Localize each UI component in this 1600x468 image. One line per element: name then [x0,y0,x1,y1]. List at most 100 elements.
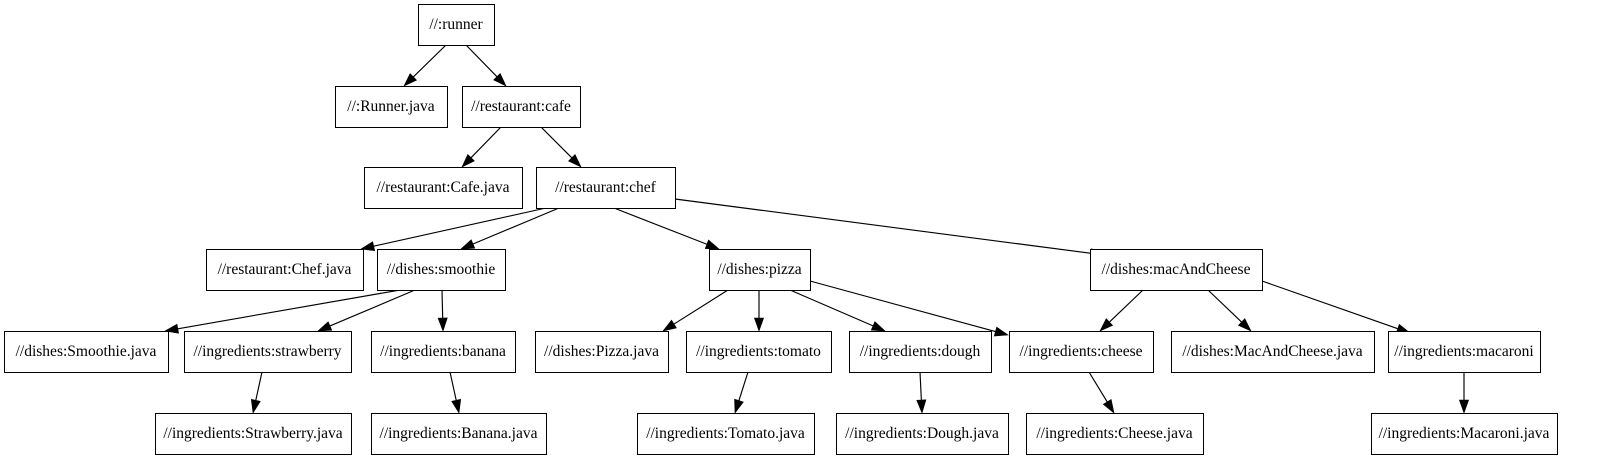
node-label: //dishes:MacAndCheese.java [1182,343,1362,360]
node-box[interactable] [709,249,811,291]
graph-node-macaroni_java[interactable]: //ingredients:Macaroni.java [1371,413,1558,455]
node-label: //ingredients:Tomato.java [646,425,805,442]
graph-node-dough_java[interactable]: //ingredients:Dough.java [836,413,1009,455]
node-box[interactable] [1009,331,1154,373]
arrowhead-icon [870,321,886,332]
graph-edge [1261,280,1411,334]
node-box[interactable] [836,413,1009,455]
node-box[interactable] [1388,331,1541,373]
node-box[interactable] [462,86,581,128]
graph-node-dishes_pizza[interactable]: //dishes:pizza [709,249,811,291]
graph-node-dishes_mac[interactable]: //dishes:macAndCheese [1090,249,1263,291]
graph-edge [1088,371,1115,414]
node-box[interactable] [849,331,992,373]
graph-node-ing_banana[interactable]: //ingredients:banana [371,331,516,373]
node-box[interactable] [155,413,352,455]
graph-edge [809,280,1009,337]
edge-line [673,289,729,325]
arrowhead-icon [734,398,744,414]
edge-line [674,198,1092,254]
node-label: //ingredients:Dough.java [845,425,999,442]
graph-edge [734,371,749,414]
arrowhead-icon [1102,399,1115,414]
node-box[interactable] [637,413,815,455]
arrowhead-icon [1099,318,1114,332]
node-box[interactable] [364,167,523,209]
graph-edge [461,126,502,168]
arrowhead-icon [403,73,418,87]
node-box[interactable] [335,86,448,128]
graph-edge [437,289,448,332]
graph-edge [449,371,462,414]
graph-node-ing_macaroni[interactable]: //ingredients:macaroni [1388,331,1541,373]
node-box[interactable] [377,249,506,291]
graph-node-chef_java[interactable]: //restaurant:Chef.java [206,249,364,291]
graph-node-banana_java[interactable]: //ingredients:Banana.java [371,413,547,455]
node-box[interactable] [686,331,832,373]
arrowhead-icon [250,398,261,414]
node-box[interactable] [1171,331,1375,373]
graph-edge [1099,289,1144,332]
graph-edge [250,371,263,414]
edge-line [441,289,444,319]
graph-node-runner_java[interactable]: //:Runner.java [335,86,448,128]
node-box[interactable] [418,4,495,46]
graph-node-strawberry_java[interactable]: //ingredients:Strawberry.java [155,413,352,455]
graph-node-restaurant_chef[interactable]: //restaurant:chef [536,167,676,209]
nodes-layer: //:runner //:Runner.java //restaurant:cafe… [4,4,1558,455]
node-label: //ingredients:Strawberry.java [163,425,342,442]
arrowhead-icon [493,72,507,87]
edge-line [373,207,547,247]
graph-node-pizza_java[interactable]: //dishes:Pizza.java [535,331,669,373]
graph-node-ing_strawberry[interactable]: //ingredients:strawberry [184,331,352,373]
node-box[interactable] [371,413,547,455]
node-label: //ingredients:Banana.java [380,425,538,442]
node-box[interactable] [206,249,364,291]
arrowhead-icon [460,239,476,250]
node-box[interactable] [1371,413,1558,455]
graph-edge [916,371,927,414]
edge-line [738,371,749,401]
graph-edge [613,207,720,250]
graph-node-cafe_java[interactable]: //restaurant:Cafe.java [364,167,523,209]
graph-node-dishes_smoothie[interactable]: //dishes:smoothie [377,249,506,291]
edge-line [449,371,457,401]
node-label: //restaurant:cafe [471,98,571,115]
graph-node-restaurant_cafe[interactable]: //restaurant:cafe [462,86,581,128]
node-box[interactable] [4,331,169,373]
edge-line [919,371,922,401]
edge-line [789,289,874,327]
edge-line [1109,289,1144,323]
edge-line [177,289,401,330]
node-label: //:runner [429,16,483,33]
graph-edge [662,289,729,332]
edge-line [809,280,996,333]
graph-node-ing_tomato[interactable]: //ingredients:tomato [686,331,832,373]
node-box[interactable] [1090,249,1263,291]
node-label: //dishes:Smoothie.java [16,343,157,360]
graph-node-mac_java[interactable]: //dishes:MacAndCheese.java [1171,331,1375,373]
node-box[interactable] [536,167,676,209]
edge-line [412,44,447,78]
arrowhead-icon [1458,399,1470,414]
graph-node-cheese_java[interactable]: //ingredients:Cheese.java [1026,413,1204,455]
graph-node-ing_dough[interactable]: //ingredients:dough [849,331,992,373]
edge-line [255,371,263,401]
edge-line [329,289,416,327]
graph-edge [753,290,765,332]
node-label: //ingredients:Macaroni.java [1379,425,1550,442]
graph-node-tomato_java[interactable]: //ingredients:Tomato.java [637,413,815,455]
node-label: //ingredients:dough [860,343,981,360]
node-box[interactable] [535,331,669,373]
arrowhead-icon [704,239,720,250]
node-box[interactable] [371,331,516,373]
node-box[interactable] [1026,413,1204,455]
graph-node-smoothie_java[interactable]: //dishes:Smoothie.java [4,331,169,373]
node-box[interactable] [184,331,352,373]
graph-node-ing_cheese[interactable]: //ingredients:cheese [1009,331,1154,373]
graph-node-runner[interactable]: //:runner [418,4,495,46]
graph-edge [403,44,447,87]
edge-line [613,207,708,245]
